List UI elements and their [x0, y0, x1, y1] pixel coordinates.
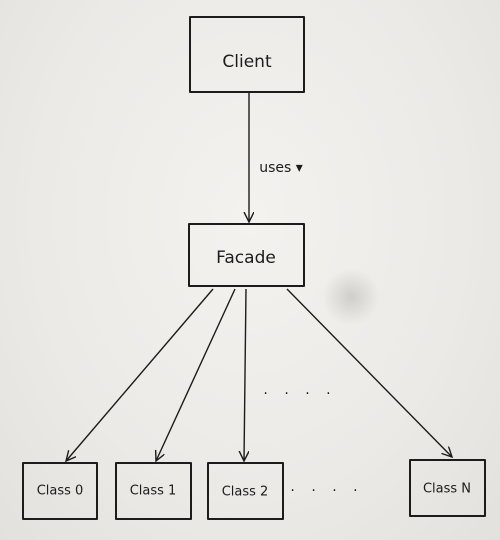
edge-facade-class2	[244, 288, 246, 461]
edge-facade-class1	[156, 288, 236, 461]
node-class1: Class 1	[115, 462, 192, 520]
node-facade-label: Facade	[216, 248, 276, 268]
edge-facade-classN	[286, 288, 452, 457]
node-classN-label: Class N	[423, 482, 471, 497]
node-class0: Class 0	[22, 462, 98, 520]
node-class1-label: Class 1	[130, 484, 177, 499]
edge-label-uses: uses ▾	[259, 160, 303, 176]
node-facade: Facade	[188, 223, 305, 287]
paper-smudge	[322, 268, 380, 326]
edge-facade-class0	[66, 288, 214, 461]
node-class0-label: Class 0	[37, 484, 84, 499]
node-class2-label: Class 2	[222, 485, 269, 500]
node-class2: Class 2	[207, 462, 284, 520]
node-classN: Class N	[409, 459, 486, 517]
ellipsis-lower: · · · ·	[290, 483, 363, 499]
node-client: Client	[189, 16, 305, 93]
ellipsis-upper: · · · ·	[263, 386, 336, 402]
node-client-label: Client	[222, 52, 272, 72]
